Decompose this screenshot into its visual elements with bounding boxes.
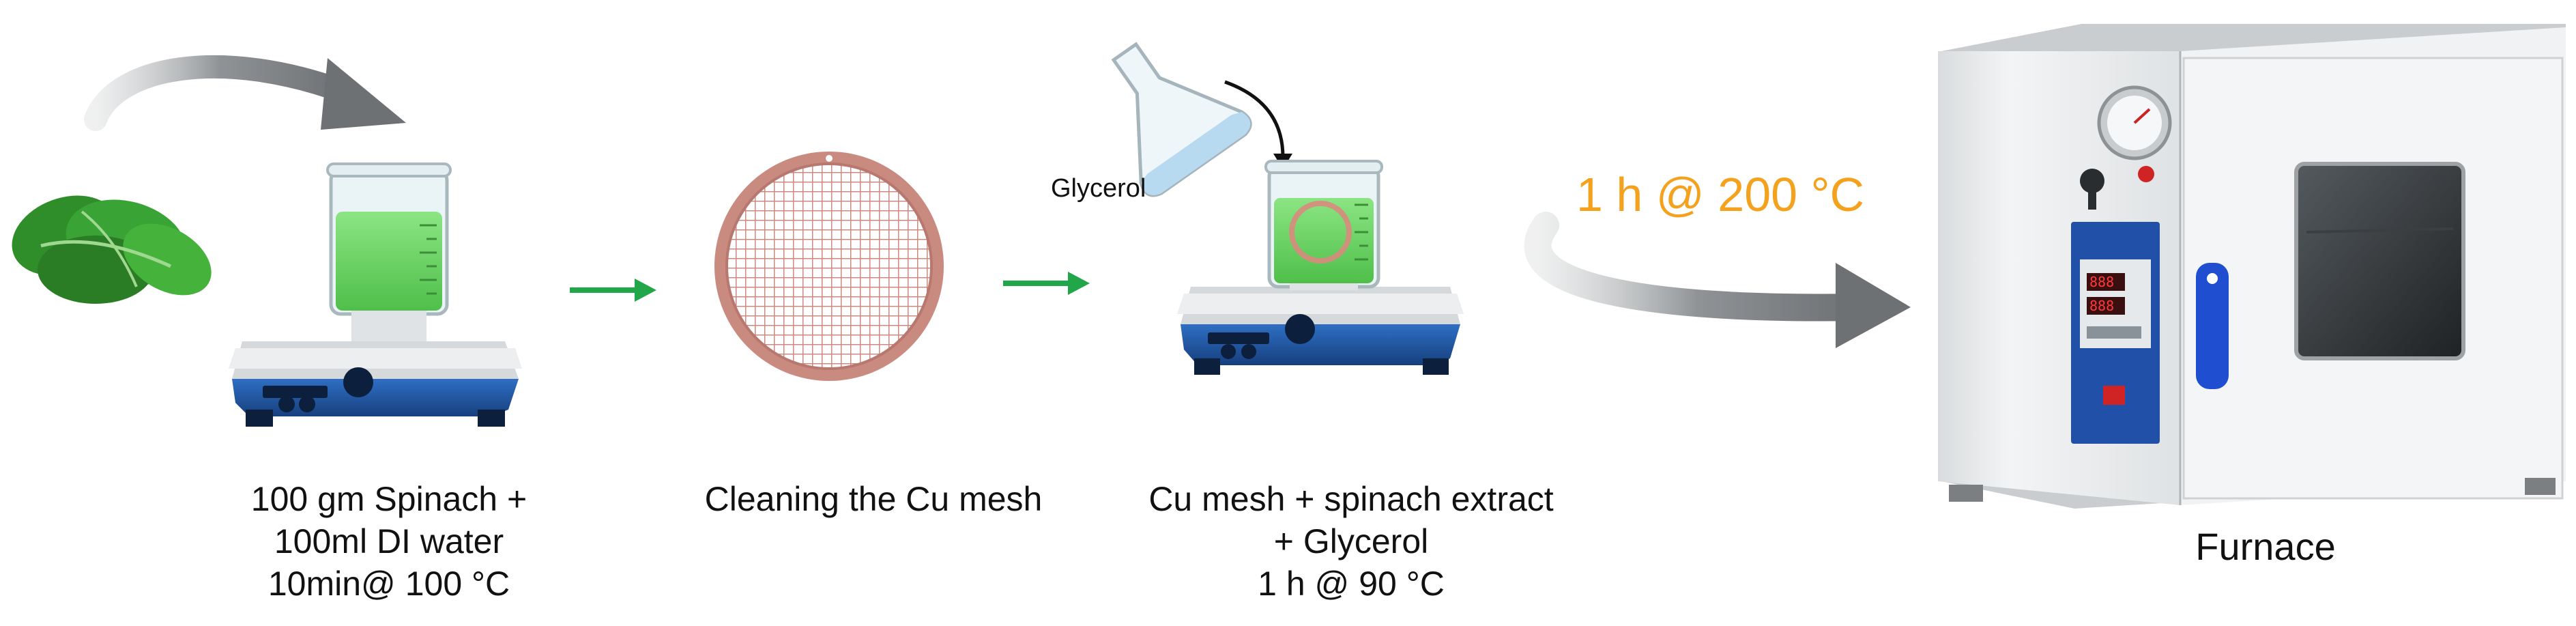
furnace-icon [1938,24,2566,509]
caption-line: 10min@ 100 °C [267,565,510,603]
step-1-caption: 100 gm Spinach + 100ml DI water 10min@ 1… [198,478,580,605]
curved-arrow-icon [84,55,406,131]
svg-text:888: 888 [2089,274,2114,290]
beaker-icon [326,162,452,341]
pressure-gauge-icon [2080,85,2172,210]
beaker-icon [1264,160,1383,290]
green-arrow-icon [1003,272,1090,295]
annealing-condition-label: 1 h @ 200 °C [1576,168,1865,221]
spinach-leaves-icon [12,195,212,304]
flask-icon [1111,42,1252,197]
caption-line: + Glycerol [1273,522,1429,560]
caption-line: 100 gm Spinach + [250,480,527,518]
reagent-label: Glycerol [1051,174,1146,203]
caption-line: Cu mesh + spinach extract [1148,480,1554,518]
caption-line: 100ml DI water [274,522,504,560]
step-4-caption: Furnace [2136,526,2395,568]
step-2-caption: Cleaning the Cu mesh [662,478,1085,520]
hotplate-icon [1177,287,1464,375]
copper-mesh-icon [714,152,944,381]
green-arrow-icon [570,279,656,302]
caption-line: Furnace [2195,525,2336,568]
caption-line: Cleaning the Cu mesh [704,480,1043,518]
caption-line: 1 h @ 90 °C [1258,565,1445,603]
curved-arrow-icon [1524,212,1911,348]
hotplate-icon [229,341,522,427]
controller-panel-icon: 888 888 [2071,222,2160,444]
step-3-caption: Cu mesh + spinach extract + Glycerol 1 h… [1119,478,1583,605]
svg-text:888: 888 [2089,298,2114,314]
